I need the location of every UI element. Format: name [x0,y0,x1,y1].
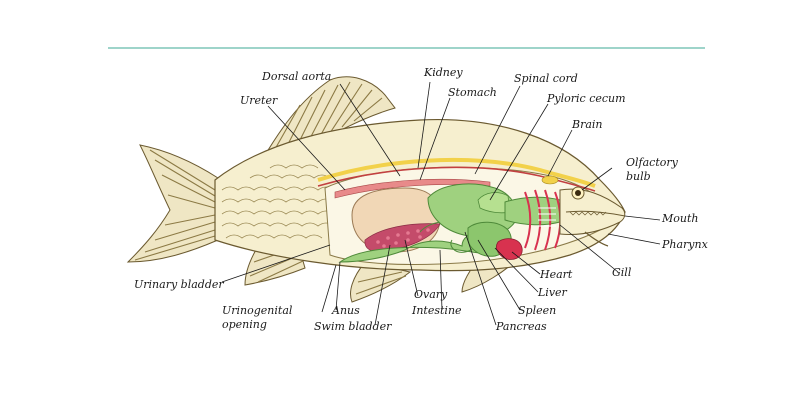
scales [221,164,335,239]
brain-organ [541,175,559,185]
pharynx-organ [504,196,561,226]
label-pancreas: Pancreas [495,320,547,333]
label-liver: Liver [537,286,568,299]
label-ovary: Ovary [414,288,448,301]
label-urinogenital-2: opening [222,318,267,331]
label-stomach: Stomach [448,86,497,99]
labels: Dorsal aorta Kidney Spinal cord Stomach … [134,66,709,333]
mouth-line [565,210,626,217]
label-brain: Brain [571,118,603,131]
label-dorsal-aorta: Dorsal aorta [261,70,331,83]
ovary-eggs [376,228,430,248]
label-pyloric-cecum: Pyloric cecum [546,92,626,105]
label-urinary-bladder: Urinary bladder [134,278,224,291]
gill-filaments [538,207,556,227]
caudal-fin [126,144,219,263]
spinal-cord [317,157,596,188]
eye-pupil [575,190,581,196]
label-spinal-cord: Spinal cord [514,72,578,85]
label-intestine: Intestine [411,304,462,317]
label-gill: Gill [612,266,632,279]
pelvic-fin [350,261,412,303]
kidney-organ [334,178,491,199]
leader-lines [221,81,661,326]
label-kidney: Kidney [423,66,463,79]
label-anus: Anus [331,304,360,317]
head [541,175,626,247]
dorsal-fin [261,76,396,161]
label-olfactory-bulb-2: bulb [626,170,651,183]
jaw-teeth [569,211,607,216]
label-spleen: Spleen [518,304,556,317]
barbel [584,231,609,247]
label-ureter: Ureter [240,94,278,107]
label-urinogenital-1: Urinogenital [222,304,293,317]
label-heart: Heart [539,268,573,281]
dorsal-aorta-vessel [317,166,596,192]
label-swim-bladder: Swim bladder [314,320,392,333]
label-mouth: Mouth [661,212,698,225]
label-olfactory-bulb-1: Olfactory [626,156,679,169]
label-pharynx: Pharynx [661,238,709,251]
